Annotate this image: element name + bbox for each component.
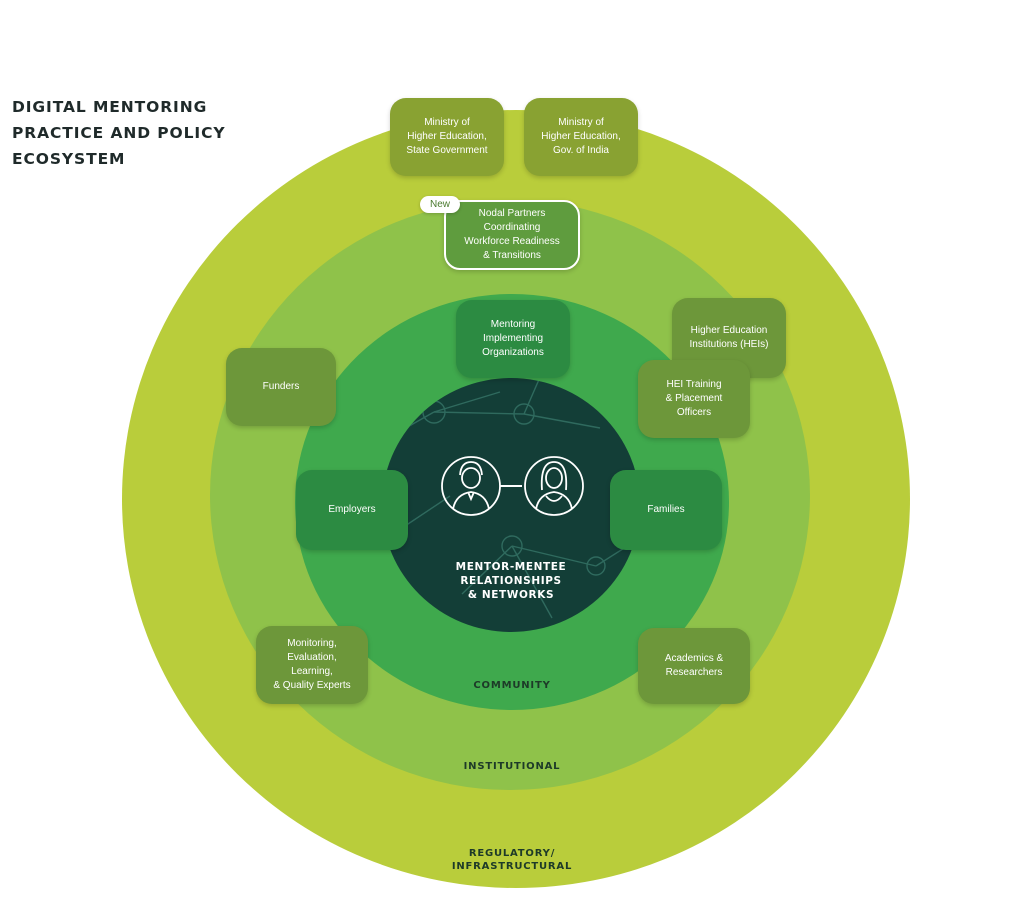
core-label-line-3: & NETWORKS <box>467 589 555 601</box>
mel-experts-box: Monitoring, Evaluation, Learning, & Qual… <box>256 626 368 704</box>
new-badge: New <box>420 196 460 213</box>
mentor-mentee-core: MENTOR-MENTEE RELATIONSHIPS & NETWORKS <box>382 378 640 632</box>
funders-box: Funders <box>226 348 336 426</box>
ministry-state-box: Ministry of Higher Education, State Gove… <box>390 98 504 176</box>
mentee-avatar-icon <box>524 456 584 516</box>
title-line-1: DIGITAL MENTORING <box>12 98 208 116</box>
community-label: COMMUNITY <box>473 680 551 691</box>
nodal-partners-box: Nodal Partners Coordinating Workforce Re… <box>444 200 580 270</box>
families-box: Families <box>610 470 722 550</box>
regulatory-infrastructural-label: REGULATORY/ INFRASTRUCTURAL <box>451 848 573 872</box>
institutional-label: INSTITUTIONAL <box>463 761 561 772</box>
mentor-avatar-icon <box>441 456 501 516</box>
core-label-line-1: MENTOR-MENTEE <box>455 561 567 573</box>
ministry-india-box: Ministry of Higher Education, Gov. of In… <box>524 98 638 176</box>
diagram-title: DIGITAL MENTORING PRACTICE AND POLICY EC… <box>12 94 252 172</box>
academics-box: Academics & Researchers <box>638 628 750 704</box>
title-line-3: ECOSYSTEM <box>12 150 126 168</box>
core-label: MENTOR-MENTEE RELATIONSHIPS & NETWORKS <box>382 560 640 602</box>
employers-box: Employers <box>296 470 408 550</box>
core-label-line-2: RELATIONSHIPS <box>460 575 562 587</box>
hei-officers-box: HEI Training & Placement Officers <box>638 360 750 438</box>
mentoring-orgs-box: Mentoring Implementing Organizations <box>456 300 570 378</box>
title-line-2: PRACTICE AND POLICY <box>12 124 226 142</box>
